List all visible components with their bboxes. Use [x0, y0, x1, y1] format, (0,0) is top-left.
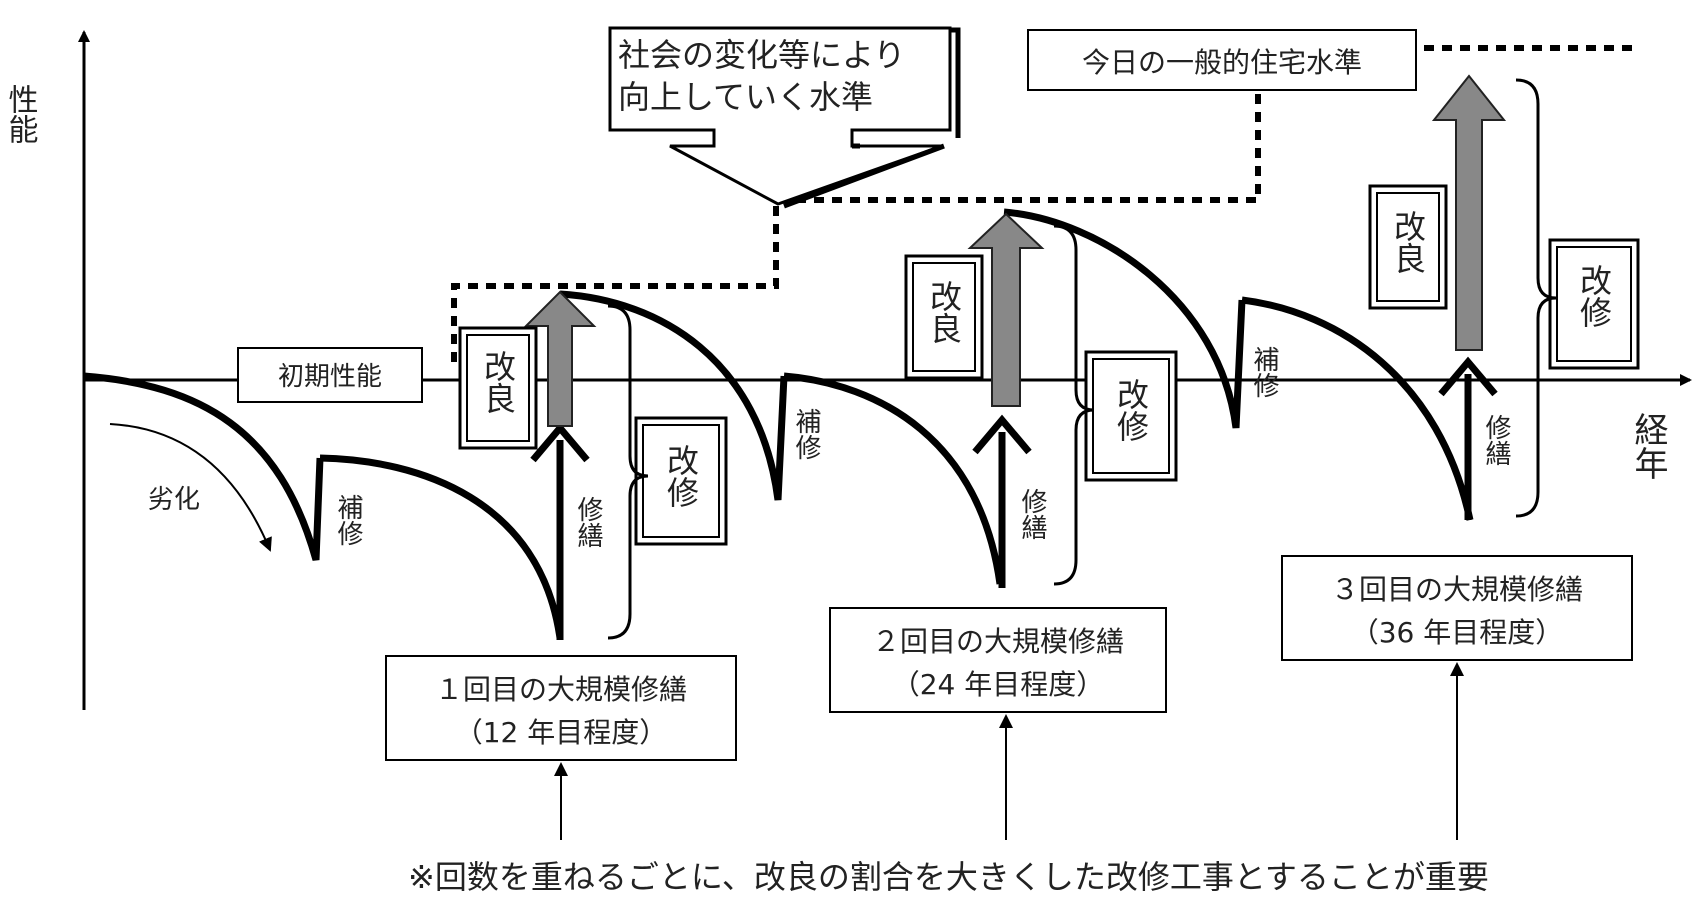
x-axis-label-text: 経年 [1628, 412, 1668, 480]
rising-standard-callout-shadow [783, 27, 961, 209]
braces [607, 78, 1557, 640]
improvement-label-1: 改良 [479, 350, 517, 414]
y-axis-label-text: 性能 [3, 84, 39, 144]
improvement-arrows [523, 74, 1507, 427]
restoration-label-2: 修繕 [1017, 488, 1047, 540]
renovation-box-2: 改修 [1084, 350, 1178, 482]
renovation-label-2: 改修 [1112, 378, 1150, 442]
renovation-label-3: 改修 [1575, 264, 1613, 328]
restoration-arrow-3-head [1438, 356, 1498, 397]
improvement-label-2: 改良 [925, 280, 963, 344]
curve-segment-1 [83, 372, 324, 561]
current-standard-label: 今日の一般的住宅水準 [1082, 46, 1362, 79]
major-repair-2: ２回目の大規模修繕 （24 年目程度） [829, 607, 1167, 713]
repair-label-2: 補修 [791, 408, 821, 460]
curve-segment-2 [319, 454, 564, 639]
improvement-box-2: 改良 [904, 254, 984, 380]
rising-standard-callout: 社会の変化等により 向上していく水準 [608, 26, 961, 209]
curve-segment-4 [783, 372, 1004, 585]
footnote: ※回数を重ねるごとに、改良の割合を大きくした改修工事とすることが重要 [408, 858, 1489, 896]
performance-curve [83, 208, 1474, 639]
restoration-arrow-2-head [972, 414, 1032, 455]
major-repair-1-title: １回目の大規模修繕 [435, 673, 687, 706]
restoration-arrow-1-head [530, 422, 590, 463]
initial-performance-label: 初期性能 [278, 362, 382, 392]
renovation-box-1: 改修 [634, 416, 728, 546]
brace-2 [1053, 224, 1095, 586]
major-repair-3-title: ３回目の大規模修繕 [1331, 573, 1583, 606]
restoration-arrows [530, 356, 1498, 640]
major-repair-2-title: ２回目の大規模修繕 [872, 625, 1124, 658]
restoration-label-3: 修繕 [1481, 414, 1511, 466]
rising-standard-line-1: 社会の変化等により [618, 36, 905, 74]
major-repair-1: １回目の大規模修繕 （12 年目程度） [385, 655, 737, 761]
major-repair-1-when: （12 年目程度） [455, 716, 668, 749]
pointer-arrows [554, 662, 1464, 840]
brace-1 [607, 304, 649, 640]
improvement-arrow-2 [967, 212, 1045, 407]
renovation-label-1: 改修 [662, 444, 700, 508]
x-axis-label: 経年 [1628, 412, 1668, 480]
rising-standard-line-2: 向上していく水準 [618, 78, 873, 116]
initial-performance-box [237, 347, 423, 403]
improvement-box-3: 改良 [1368, 184, 1448, 310]
current-standard-box [1027, 29, 1417, 91]
deterioration-arrow [109, 423, 272, 552]
curve-segment-5 [1003, 208, 1246, 429]
repair-label-1: 補修 [333, 494, 363, 546]
repair-label-3: 補修 [1249, 346, 1279, 398]
improvement-box-1: 改良 [458, 326, 538, 450]
improvement-arrow-3 [1431, 74, 1507, 351]
deterioration-label: 劣化 [148, 485, 200, 515]
renovation-box-3: 改修 [1548, 238, 1640, 370]
major-repair-2-when: （24 年目程度） [892, 668, 1105, 701]
improvement-label-3: 改良 [1389, 210, 1427, 274]
curve-segment-3 [559, 290, 788, 501]
y-axis-label: 性能 [3, 84, 39, 144]
major-repair-3-when: （36 年目程度） [1351, 616, 1564, 649]
restoration-label-1: 修繕 [573, 496, 603, 548]
rising-standard-dotted-line [451, 45, 1640, 362]
brace-3 [1515, 78, 1557, 518]
curve-segment-6 [1241, 296, 1474, 521]
major-repair-3: ３回目の大規模修繕 （36 年目程度） [1281, 555, 1633, 661]
improvement-arrow-1 [523, 290, 597, 427]
